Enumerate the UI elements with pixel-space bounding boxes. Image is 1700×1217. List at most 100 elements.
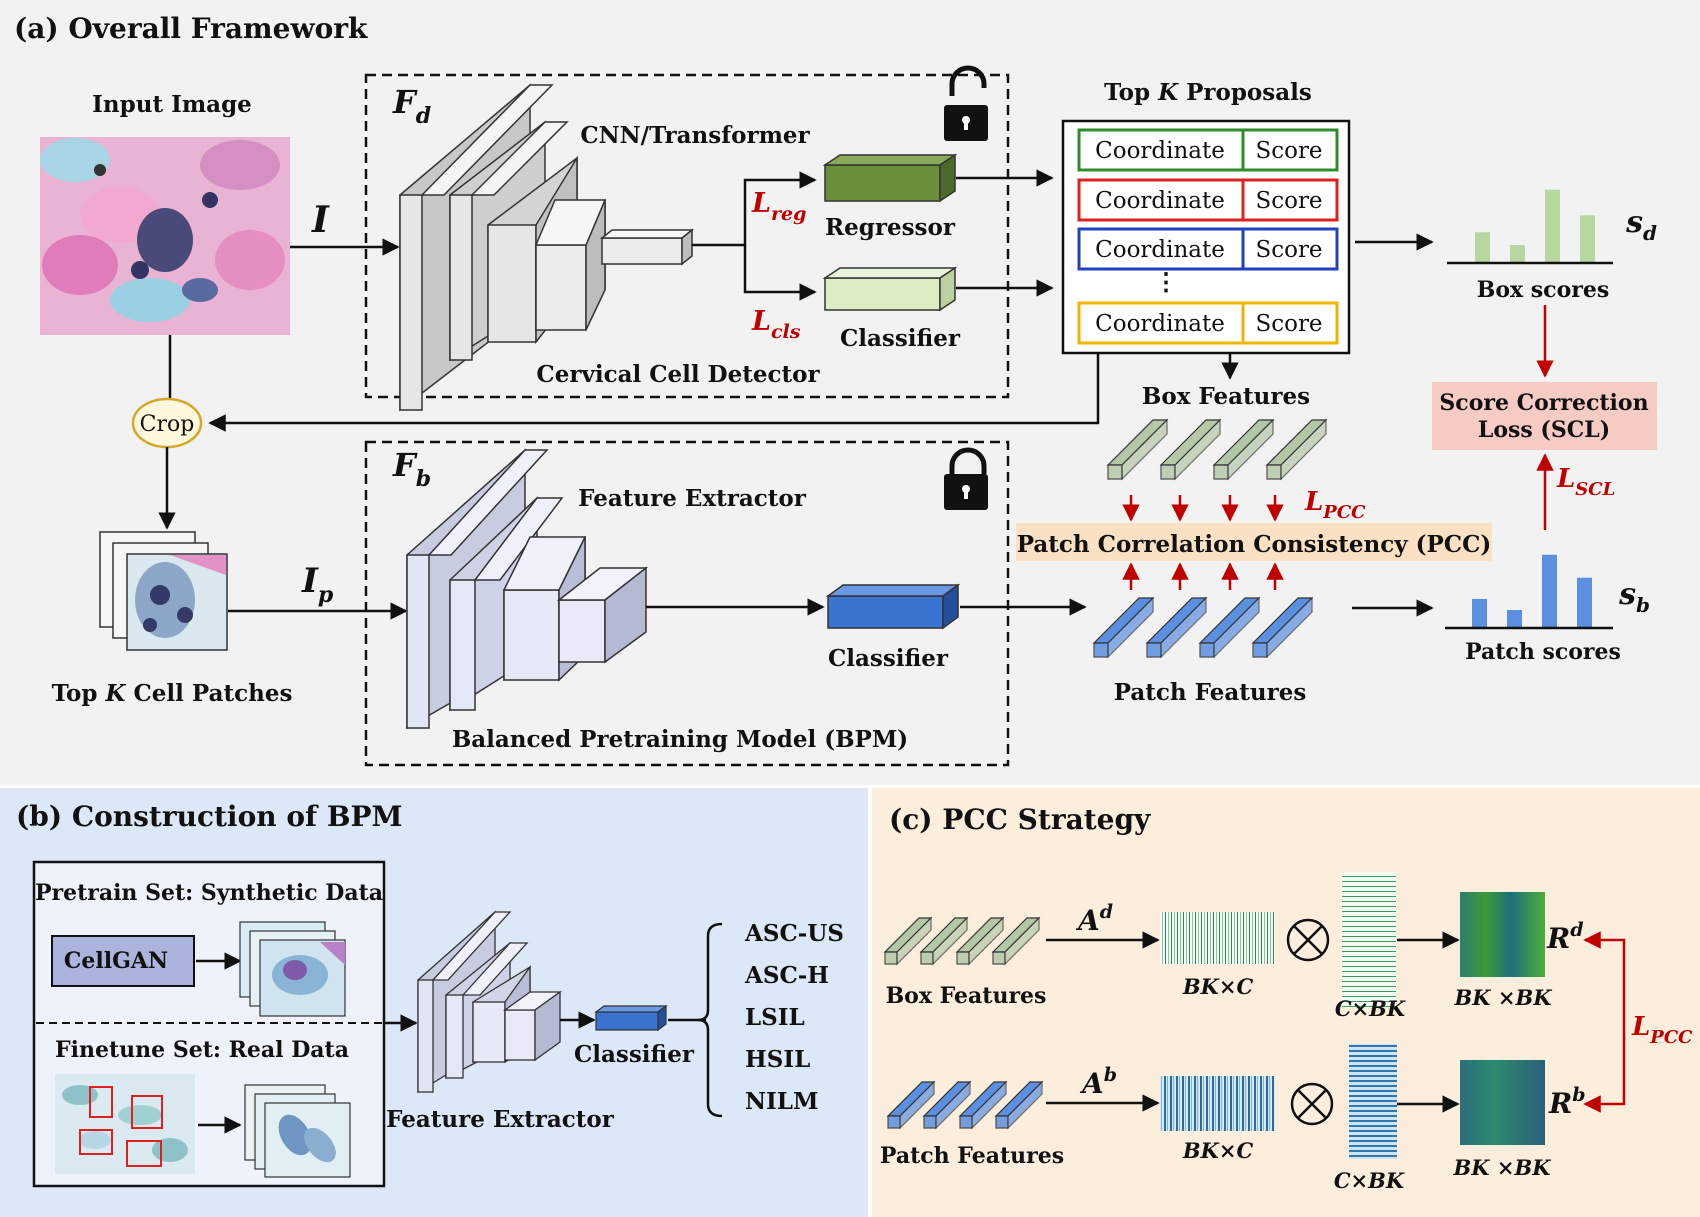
lpcc-bracket [1583, 931, 1626, 1113]
panel-c-title: (c) PCC Strategy [889, 803, 1151, 836]
ad-symbol: Ad [1075, 901, 1113, 937]
patch-features-label: Patch Features [1114, 679, 1307, 706]
lcls-label: Lcls [751, 306, 801, 343]
proposal-coordinate: Coordinate [1095, 138, 1225, 164]
class-label: NILM [745, 1088, 818, 1115]
feature-vector-icon [1159, 418, 1222, 481]
top-k-proposals-title: Top K Proposals [1104, 79, 1312, 106]
proposal-score: Score [1255, 138, 1322, 164]
score-bar [1545, 189, 1560, 262]
proposal-score: Score [1255, 311, 1322, 337]
scl-box [1432, 382, 1657, 450]
proposal-row: Coordinate Score [1077, 227, 1339, 271]
rd-symbol: Rd [1546, 919, 1584, 955]
feature-vector-icon [1198, 596, 1261, 659]
pcc-box [1016, 523, 1492, 561]
feature-vector-icon [958, 1080, 1008, 1130]
lreg-label: Lreg [751, 188, 806, 225]
proposal-coordinate: Coordinate [1095, 188, 1225, 214]
input-image [40, 137, 290, 335]
panel-b-title: (b) Construction of BPM [16, 800, 403, 833]
regressor-label: Regressor [825, 214, 956, 241]
lpcc-label-c: LPCC [1631, 1012, 1693, 1048]
pcc-label: Patch Correlation Consistency (PCC) [1017, 531, 1492, 558]
feature-vector-icon [1106, 418, 1169, 481]
classifier-bottom-block [825, 583, 961, 630]
detector-cnn-stack [399, 83, 695, 412]
fd-symbol: Fd [392, 83, 431, 129]
rd-heatmap [1460, 892, 1545, 977]
feature-vector-icon [955, 916, 1005, 966]
panel-b-classifier-label: Classifier [574, 1041, 695, 1068]
synthetic-patches [239, 921, 346, 1017]
classifier-top-label: Classifier [840, 325, 961, 352]
cxbk-label-1: C×BK [1335, 996, 1406, 1021]
patch-feature-matrix-transpose [1349, 1044, 1397, 1159]
scl-line-1: Score Correction [1439, 390, 1648, 416]
pretrain-set-label: Pretrain Set: Synthetic Data [35, 880, 383, 906]
lpcc-label-a: LPCC [1304, 487, 1366, 523]
lock-icon [944, 447, 988, 510]
input-symbol: I [311, 199, 330, 241]
regressor-block [822, 153, 958, 203]
real-data-image [55, 1074, 195, 1174]
patch-scores-label: Patch scores [1465, 639, 1621, 665]
proposal-row: Coordinate Score [1077, 178, 1339, 222]
bkxc-label-1: BK×C [1182, 974, 1254, 999]
panel-b-cnn-stack [417, 910, 563, 1094]
score-bar [1577, 577, 1592, 627]
score-bar [1472, 598, 1487, 627]
top-k-cell-patches [99, 531, 228, 651]
cervical-cell-detector-box [364, 73, 1010, 399]
box-feature-matrix [1160, 912, 1275, 964]
proposal-score: Score [1255, 188, 1322, 214]
feature-extractor-label: Feature Extractor [578, 485, 807, 512]
feature-vector-icon [919, 916, 969, 966]
cellgan-label: CellGAN [64, 948, 168, 974]
sb-symbol: sb [1618, 577, 1650, 617]
unlock-icon [944, 65, 988, 141]
box-features-icons [1106, 418, 1328, 481]
tensor-product-icon-1 [1286, 918, 1330, 962]
lpcc-c-bg [1630, 1008, 1692, 1048]
pcc-arrows [1122, 495, 1284, 590]
feature-vector-icon [1212, 418, 1275, 481]
cnn-transformer-label: CNN/Transformer [580, 122, 810, 149]
feature-vector-icon [883, 916, 933, 966]
box-features-label: Box Features [1142, 383, 1310, 410]
rb-heatmap [1460, 1060, 1545, 1145]
score-bar [1475, 232, 1490, 262]
feature-vector-icon [1251, 596, 1314, 659]
feature-vector-icon [1265, 418, 1328, 481]
patch-features-icons [1092, 596, 1314, 659]
sd-symbol: sd [1625, 205, 1657, 245]
fb-symbol: Fb [392, 446, 431, 492]
proposals-vdots: ⋮ [1154, 267, 1178, 296]
tensor-product-cross-1 [1293, 925, 1323, 955]
real-patches [244, 1084, 351, 1178]
proposal-row: Coordinate Score [1077, 128, 1339, 172]
feature-vector-icon [1092, 596, 1155, 659]
cellgan-box [51, 935, 195, 987]
pcc-patch-features-icons [886, 1080, 1044, 1130]
proposal-score: Score [1255, 237, 1322, 263]
proposals-to-crop-arrow [208, 353, 1100, 432]
bpm-box [364, 440, 1010, 767]
score-bar [1580, 215, 1595, 262]
proposal-coordinate: Coordinate [1095, 237, 1225, 263]
classes-brace [697, 922, 723, 1118]
patch-score-chart [1472, 554, 1592, 627]
class-label: ASC-US [744, 920, 844, 947]
tensor-product-cross-2 [1297, 1089, 1327, 1119]
lscl-label: LSCL [1556, 464, 1615, 500]
panel-c-background [872, 788, 1700, 1217]
ip-symbol: Ip [301, 561, 334, 608]
score-bar [1507, 610, 1522, 627]
detector-label: Cervical Cell Detector [536, 361, 820, 388]
input-image-label: Input Image [92, 91, 252, 118]
box-scores-label: Box scores [1477, 277, 1609, 303]
feature-vector-icon [991, 916, 1041, 966]
classifier-bottom-label: Classifier [828, 645, 949, 672]
cxbk-label-2: C×BK [1334, 1168, 1405, 1193]
